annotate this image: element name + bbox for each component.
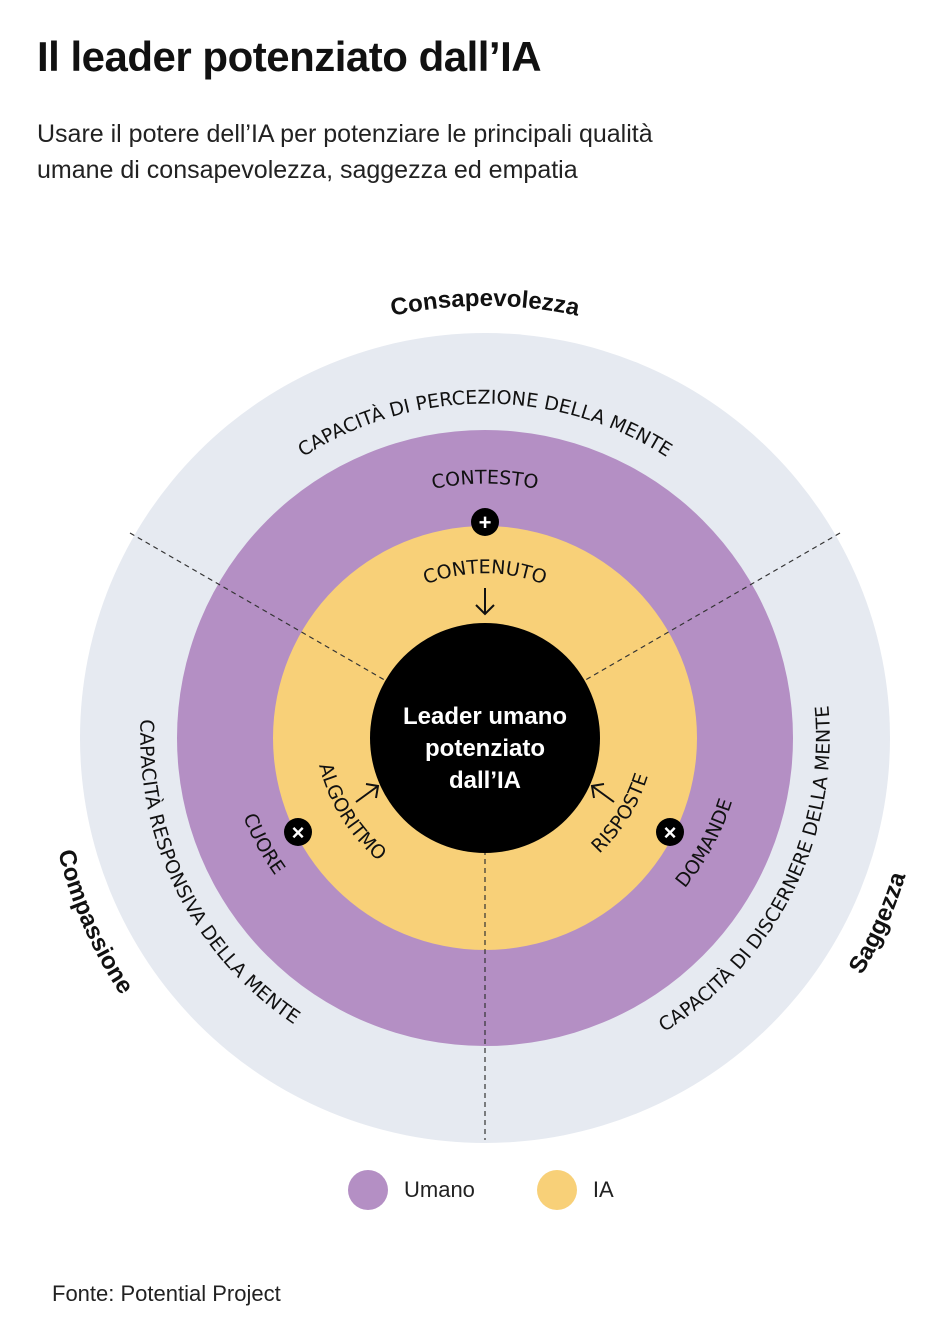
subtitle-line-1: Usare il potere dell’IA per potenziare l…: [37, 120, 653, 148]
quality-top-label: Consapevolezza: [388, 285, 582, 322]
plus-icon-top: +: [471, 508, 499, 536]
core-circle: [370, 623, 600, 853]
subtitle-line-2: umane di consapevolezza, saggezza ed emp…: [37, 156, 578, 184]
legend-label-ia: IA: [592, 1177, 614, 1202]
source-note: Fonte: Potential Project: [52, 1281, 281, 1306]
core-line-2: potenziato: [425, 735, 545, 762]
legend-label-umano: Umano: [404, 1177, 475, 1202]
times-icon-right: ×: [656, 818, 684, 846]
arrow-up-left-icon: [590, 783, 615, 803]
arrow-up-right-icon: [355, 783, 380, 803]
core-line-1: Leader umano: [403, 703, 567, 730]
legend-item-ia: IA: [536, 1170, 614, 1210]
arrow-down-icon: [475, 588, 495, 616]
legend-item-umano: Umano: [348, 1170, 475, 1210]
page-title: Il leader potenziato dall’IA: [37, 33, 542, 80]
times-icon-left: ×: [284, 818, 312, 846]
divider-left: [129, 532, 389, 683]
core-line-3: dall’IA: [449, 767, 521, 794]
times-icon-right-symbol: ×: [664, 820, 677, 845]
plus-icon-top-symbol: +: [479, 510, 492, 535]
divider-right: [581, 532, 841, 683]
legend-swatch-umano: [348, 1170, 388, 1210]
times-icon-left-symbol: ×: [292, 820, 305, 845]
legend-swatch-ia: [536, 1170, 577, 1210]
legend: Umano IA: [348, 1170, 676, 1210]
subtitle: Usare il potere dell’IA per potenziare l…: [37, 116, 897, 188]
quality-top-text: Consapevolezza: [388, 285, 582, 322]
